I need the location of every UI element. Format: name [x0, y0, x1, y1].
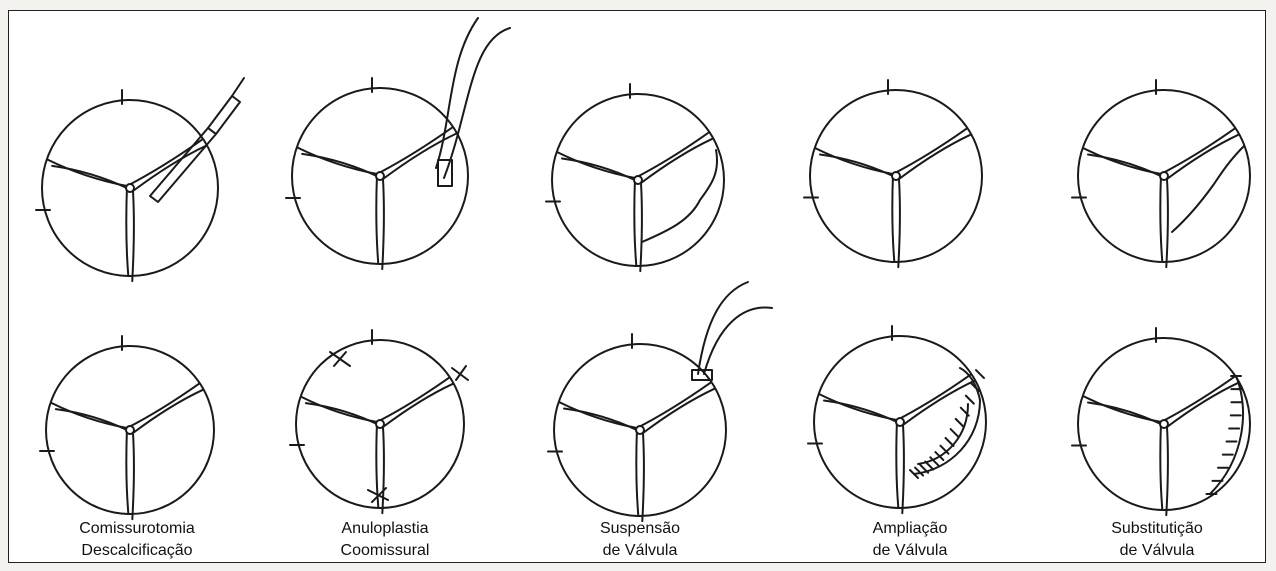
commissure-line [636, 428, 638, 515]
commissure-line [896, 420, 898, 507]
commissural-suture [452, 366, 468, 380]
suture-thread [436, 18, 478, 168]
commissure-line [902, 425, 904, 513]
caption-line: Comissurotomia [17, 518, 257, 540]
caption-line: de Válvula [790, 540, 1030, 562]
commissure-line [898, 179, 900, 267]
suture-thread [444, 28, 510, 178]
caption-suspension: Suspensão de Válvula [520, 518, 760, 562]
caption-line: de Válvula [1037, 540, 1276, 562]
commissure-line [640, 183, 642, 271]
commissure-line [637, 383, 711, 428]
valve-commissurotomy-top [36, 78, 244, 281]
patch-stitch [956, 419, 964, 427]
valve-annuloplasty-top [286, 18, 510, 269]
commissure-line [127, 384, 199, 428]
leaflet-edge [1172, 146, 1244, 232]
valve-annuloplasty-bottom [290, 330, 468, 513]
commissure-line [897, 375, 971, 420]
commissure-line [892, 174, 894, 261]
scalpel-tip [232, 78, 244, 96]
caption-line: Suspensão [520, 518, 760, 540]
commissure-line [133, 146, 206, 191]
caption-commissurotomy: Comissurotomia Descalcificação [17, 518, 257, 562]
commissure-line [376, 174, 378, 263]
commissure-line [1160, 422, 1162, 509]
commissure-line [1167, 135, 1239, 179]
commissure-line [132, 191, 134, 281]
commissure-line [126, 428, 128, 513]
commissure-line [1166, 179, 1168, 267]
commissure-junction [376, 420, 384, 428]
commissure-line [382, 179, 384, 269]
commissure-junction [896, 418, 904, 426]
commissure-line [1161, 129, 1235, 174]
commissure-line [383, 384, 453, 427]
prosthesis-ring [1210, 376, 1243, 494]
caption-line: Coomissural [265, 540, 505, 562]
caption-enlargement: Ampliação de Válvula [790, 518, 1030, 562]
commissure-line [641, 139, 713, 183]
commissure-line [899, 135, 971, 179]
caption-line: Anuloplastia [265, 518, 505, 540]
patch-stitch [976, 370, 984, 378]
patch-stitch [925, 462, 933, 470]
commissure-line [132, 433, 134, 519]
commissure-junction [636, 426, 644, 434]
commissure-line [903, 381, 975, 425]
leaflet-edge [642, 150, 717, 242]
caption-line: Substitutição [1037, 518, 1276, 540]
commissure-junction [634, 176, 642, 184]
commissure-junction [892, 172, 900, 180]
scalpel-handle [208, 96, 240, 134]
commissure-line [133, 390, 203, 433]
valve-enlargement-bottom [808, 326, 986, 513]
caption-line: Descalcificação [17, 540, 257, 562]
commissure-line [642, 433, 644, 521]
commissure-line [377, 378, 449, 422]
commissure-junction [376, 172, 384, 180]
commissure-line [643, 389, 715, 433]
commissure-line [1160, 174, 1162, 261]
valve-suspension-bottom [548, 282, 772, 521]
patch-inner [918, 404, 968, 464]
patch-stitch [966, 396, 974, 404]
valve-replacement-top [1072, 80, 1250, 267]
commissure-line [126, 186, 128, 275]
patch-stitch [951, 429, 959, 437]
caption-annuloplasty: Anuloplastia Coomissural [265, 518, 505, 562]
caption-line: Ampliação [790, 518, 1030, 540]
commissure-line [1161, 377, 1235, 422]
commissure-junction [1160, 420, 1168, 428]
suspension-thread [698, 282, 748, 374]
valve-commissurotomy-bottom [40, 336, 214, 519]
commissure-line [893, 129, 967, 174]
patch-stitch [946, 438, 954, 446]
commissure-line [1166, 427, 1168, 515]
caption-replacement: Substitutição de Válvula [1037, 518, 1276, 562]
commissure-junction [1160, 172, 1168, 180]
commissural-suture [330, 352, 350, 366]
commissure-line [635, 133, 709, 178]
scalpel-blade [150, 128, 216, 202]
valve-suspension-top [546, 84, 724, 271]
commissure-line [634, 178, 636, 265]
commissure-junction [126, 426, 134, 434]
commissure-line [1167, 383, 1239, 427]
commissure-junction [126, 184, 134, 192]
commissure-line [382, 427, 384, 513]
valve-replacement-bottom [1072, 328, 1250, 515]
caption-line: de Válvula [520, 540, 760, 562]
valve-enlargement-top [804, 80, 982, 267]
